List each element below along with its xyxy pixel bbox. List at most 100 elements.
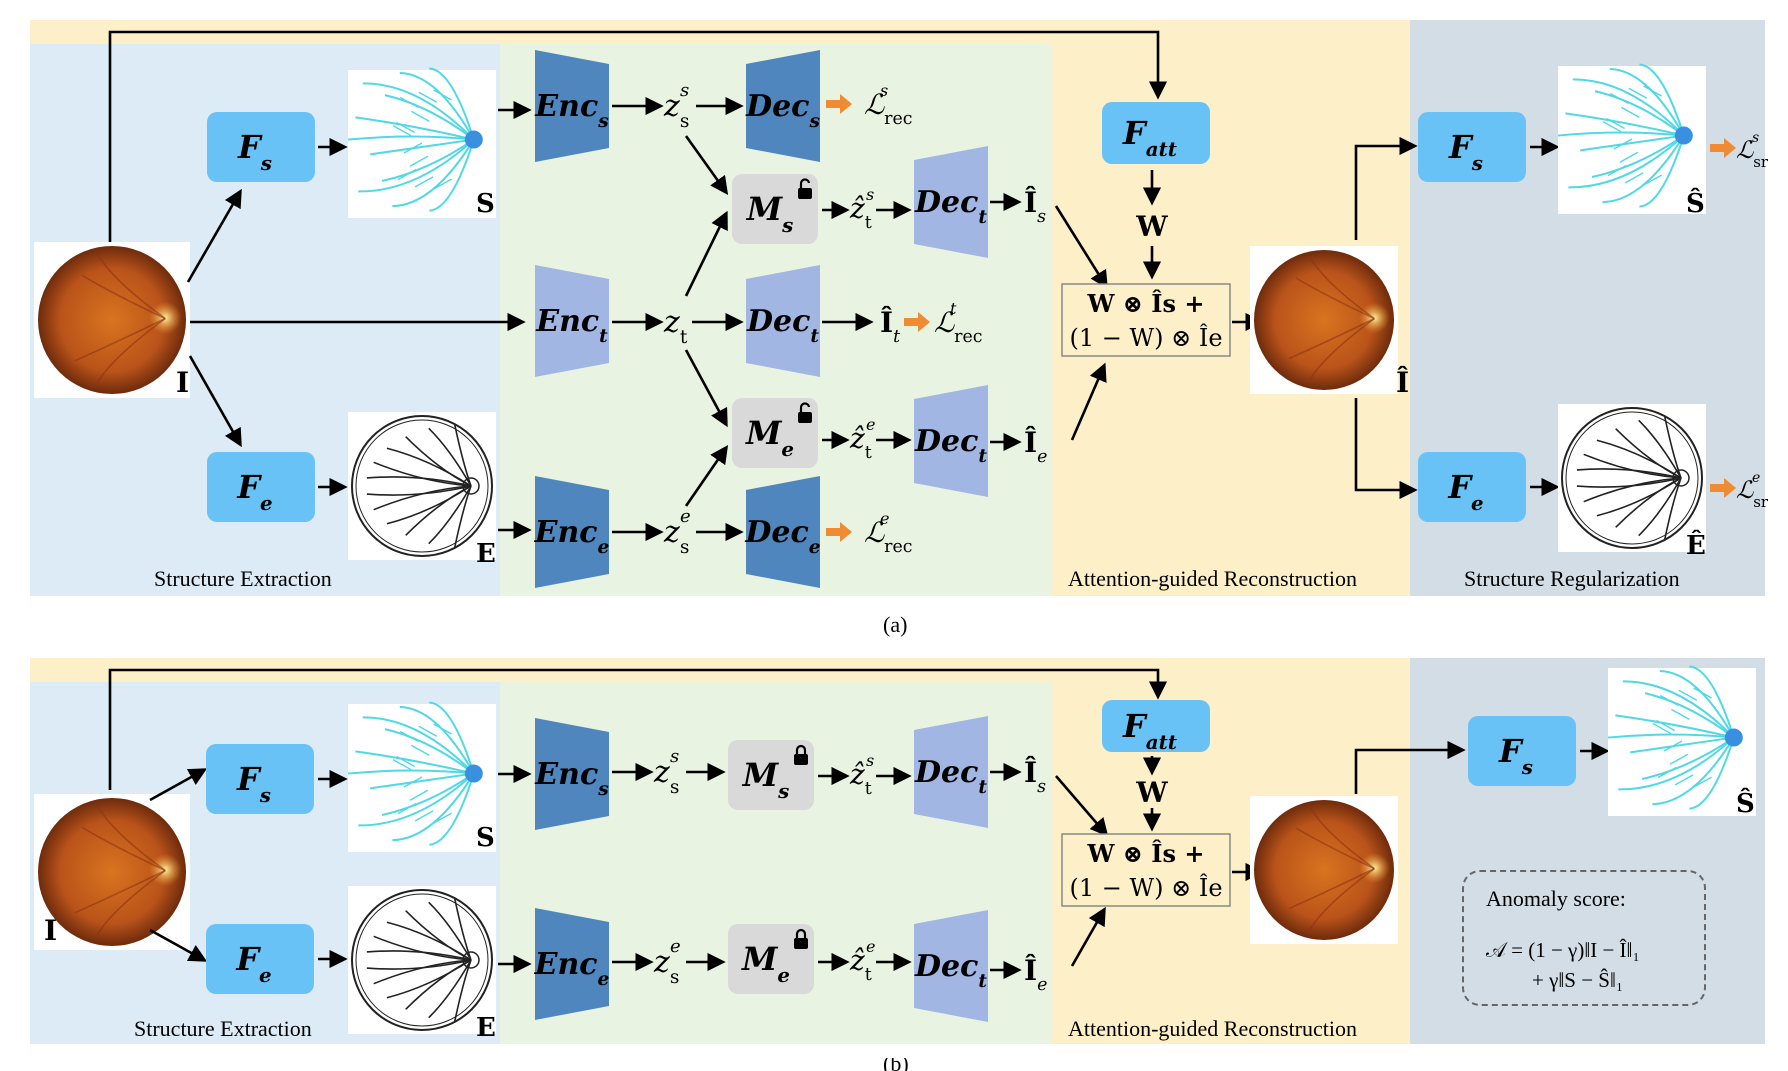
loss-sr-e: ℒsr [1736, 476, 1769, 511]
module-me-a-box [732, 398, 818, 468]
fusion-line1-a: W ⊗ Îs + [1087, 289, 1205, 318]
decoder-t-a-shape [746, 265, 820, 377]
decoder-ts-a-label: Dect [914, 185, 987, 228]
encoder-s-a-shape [535, 50, 609, 162]
module-fs-reg-label: Fs [1448, 128, 1483, 175]
section-label-attention-reconstruction-a: Attention-guided Reconstruction [1068, 566, 1357, 591]
loss-sr-s-sup: s [1752, 130, 1759, 146]
label-w-b: W [1135, 776, 1168, 809]
latent-zhat-te-b: ẑt [849, 944, 872, 985]
anomaly-score-title: Anomaly score: [1486, 886, 1626, 911]
fusion-box-a [1061, 283, 1231, 357]
fusion-line2-b: (1 − W) ⊗ Îe [1069, 873, 1222, 902]
arrow-ie-fusion-b [1070, 906, 1106, 967]
module-me-b-box [728, 924, 814, 994]
module-fatt-a-box [1102, 102, 1210, 164]
lock-icon [794, 928, 808, 949]
loss-arrow-sr-e [1710, 478, 1736, 498]
loss-rec-t: ℒrec [934, 306, 982, 347]
module-fatt-a-label: Fatt [1122, 114, 1177, 161]
latent-zhat-te-b-sup: e [866, 937, 875, 956]
loss-rec-e-sup: e [880, 509, 889, 528]
fusion-line2-a: (1 − W) ⊗ Îe [1069, 323, 1222, 352]
arrow-is-fusion-b [1055, 775, 1109, 837]
loss-arrow-sr-s [1710, 138, 1736, 158]
decoder-ts-b-label: Dect [914, 755, 987, 798]
decoder-te-b-shape [914, 910, 988, 1022]
output-ie: Îe [1024, 426, 1047, 467]
anomaly-score-formula-line2: + γ‖S − Ŝ‖₁ [1532, 968, 1624, 992]
encoder-t-a-shape [535, 265, 609, 377]
module-fs-a-label: Fs [237, 128, 272, 175]
module-ms-a-label: Ms [746, 190, 794, 237]
label-shat: Ŝ [1686, 187, 1705, 219]
loss-rec-s-sup: s [880, 81, 888, 100]
latent-zhat-ts-b: ẑt [849, 758, 872, 799]
decoder-te-b-label: Dect [914, 949, 987, 992]
module-fatt-b-label: Fatt [1122, 707, 1177, 754]
arrow-skip-to-fatt-b [108, 668, 1168, 790]
panel-a: IFsFeSEEncsEnctEncezssztzseDecsDectDeceℒ… [34, 30, 1769, 588]
unlock-icon [798, 178, 812, 199]
decoder-s-a-label: Decs [745, 89, 820, 132]
decoder-t-a-label: Dect [746, 304, 819, 347]
latent-zt: zt [663, 305, 688, 348]
loss-rec-s: ℒrec [864, 88, 912, 129]
output-is-b: Îs [1024, 756, 1046, 797]
output-is: Îs [1024, 186, 1046, 227]
module-fatt-b-box [1102, 700, 1210, 752]
label-input: I [176, 366, 189, 399]
fundus-reconstruction-a [1250, 246, 1398, 394]
module-fe-a-label: Fe [236, 468, 272, 515]
latent-zse-b: zs [653, 945, 679, 988]
encoder-e-b-shape [535, 908, 609, 1020]
module-fe-b-box [206, 924, 314, 994]
arrow-recon-fs [1354, 136, 1418, 240]
module-fe-reg-box [1418, 452, 1526, 522]
arrow-zse-me [684, 445, 729, 507]
fundus-input [34, 242, 190, 398]
module-fs-a-box [207, 112, 315, 182]
unlock-icon [798, 402, 812, 423]
fundus-input-b [34, 794, 190, 950]
label-shat-b: Ŝ [1736, 787, 1755, 819]
panel-b-caption: (b) [883, 1058, 909, 1071]
latent-zse-sup: e [680, 506, 691, 527]
loss-arrow-rec-e [826, 522, 852, 542]
decoder-te-a-shape [914, 385, 988, 497]
encoder-s-b-shape [535, 718, 609, 830]
module-fe-reg-label: Fe [1447, 468, 1483, 515]
section-label-structure-extraction-a: Structure Extraction [154, 566, 332, 591]
label-recon-a: Î [1396, 366, 1409, 399]
arrow-zt-ms [684, 210, 728, 297]
panel-b: IFsFeSEEncsEncezsszseMsMeẑtsẑteDectDectÎ… [34, 665, 1756, 1043]
module-me-a-label: Me [745, 414, 794, 461]
output-it: Ît [880, 306, 900, 347]
label-ehat: Ê [1686, 529, 1706, 561]
section-label-structure-regularization-a: Structure Regularization [1464, 566, 1680, 591]
structure-map-s-b [347, 701, 496, 852]
module-ms-b-box [728, 740, 814, 810]
edge-map-e [348, 412, 496, 560]
arrow-input-fe-b [149, 928, 208, 962]
arrow-recon-fe [1354, 398, 1418, 500]
module-fs-reg-box [1418, 112, 1526, 182]
latent-zss-b: zs [653, 755, 679, 798]
section-label-attention-reconstruction-b: Attention-guided Reconstruction [1068, 1016, 1357, 1041]
module-fs-b-box [206, 744, 314, 814]
fusion-line1-b: W ⊗ Îs + [1087, 839, 1205, 868]
label-w-a: W [1135, 210, 1168, 243]
decoder-e-a-shape [746, 476, 820, 588]
latent-zhat-te: ẑt [849, 422, 872, 463]
module-fe-b-label: Fe [235, 940, 271, 987]
lock-icon [794, 744, 808, 765]
latent-zse-b-sup: e [670, 936, 681, 957]
module-fs-b-label: Fs [236, 760, 271, 807]
arrow-is-fusion [1054, 205, 1108, 290]
encoder-e-a-shape [535, 476, 609, 588]
arrow-input-fe [188, 355, 242, 448]
encoder-s-b-label: Encs [534, 757, 609, 800]
arrow-skip-to-fatt [108, 30, 1168, 250]
output-ie-b: Îe [1024, 954, 1047, 995]
